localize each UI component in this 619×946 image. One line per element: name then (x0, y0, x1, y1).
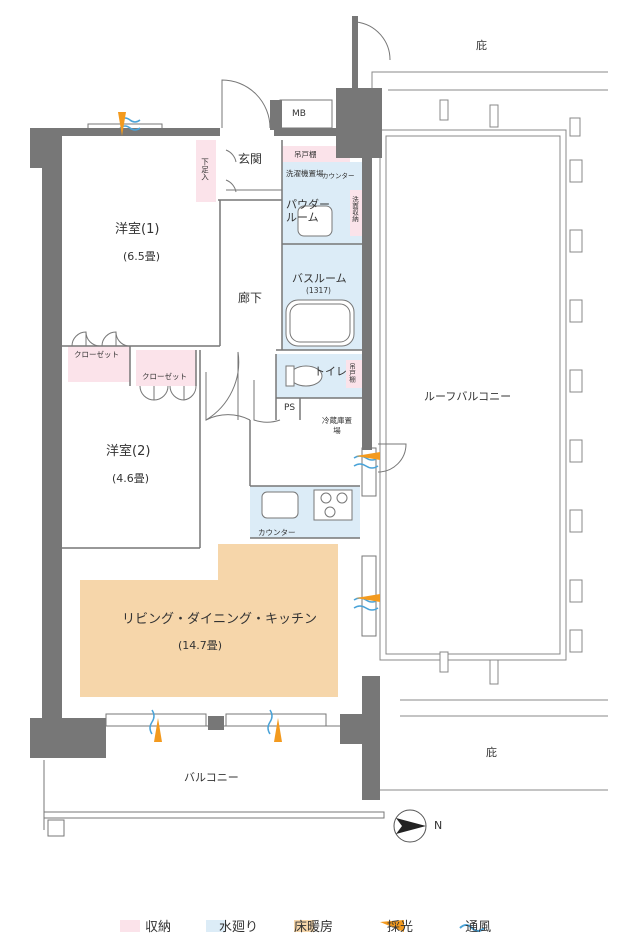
legend-item-storage: 収納 (145, 916, 171, 935)
interior-walls (60, 140, 362, 549)
shoe-box-label: 下足入 (200, 158, 210, 181)
legend-swatches (120, 920, 485, 932)
bathroom-size: (1317) (306, 286, 331, 295)
floor-heating-area (80, 544, 338, 697)
roof-balcony-fixtures (439, 99, 583, 685)
balcony-label: バルコニー (184, 771, 239, 784)
legend-item-water: 水廻り (219, 916, 258, 935)
roof-balcony-label: ルーフバルコニー (424, 390, 512, 403)
north-label: N (434, 819, 443, 832)
eaves-label-top: 庇 (476, 39, 487, 52)
ldk-size: (14.7畳) (178, 639, 223, 652)
daylight-symbols (118, 112, 380, 742)
compass-icon (393, 809, 427, 843)
closet-door-symbols (71, 331, 197, 401)
linen-storage-label: 洗面収納 (350, 196, 359, 222)
powder-room-label: パウダールーム (286, 198, 330, 224)
door-swings (205, 21, 407, 473)
mb-label: MB (292, 109, 306, 119)
legend-item-daylight: 採光 (387, 916, 413, 935)
ldk-name: リビング・ダイニング・キッチン (122, 612, 318, 627)
upper-cabinet-label-2: 吊戸棚 (347, 363, 356, 383)
legend: 収納 水廻り 床暖房 採光 通風 (105, 916, 513, 935)
kitchen-counter-label: カウンター (258, 528, 296, 537)
vanity-counter-label: カウンター (322, 172, 355, 180)
closet2-label: クローゼット (142, 372, 187, 381)
toilet-label: トイレ (314, 365, 347, 378)
roof-balcony-outline (362, 71, 608, 791)
window-frames (43, 99, 385, 837)
closet1-label: クローゼット (74, 350, 119, 359)
entrance-label: 玄関 (238, 152, 263, 166)
legend-ventilation-text: 通風 (465, 919, 492, 935)
fridge-space-label: 冷蔵庫置場 (322, 416, 352, 435)
western1-size: (6.5畳) (123, 250, 161, 263)
bathroom-name: バスルーム (292, 272, 347, 285)
western2-name: 洋室(2) (106, 444, 151, 459)
legend-item-ventilation: 通風 (465, 916, 491, 935)
legend-floor-heating-text: 床暖房 (294, 919, 334, 935)
hallway-label: 廊下 (238, 291, 263, 305)
eaves-label-bottom: 庇 (486, 746, 497, 759)
washer-space-label: 洗濯機置場 (286, 169, 324, 178)
upper-cabinet-label-1: 吊戸棚 (294, 150, 317, 159)
legend-daylight-text: 採光 (387, 919, 414, 935)
western2-size: (4.6畳) (112, 472, 150, 485)
outer-walls (30, 16, 382, 800)
western1-name: 洋室(1) (115, 222, 160, 237)
legend-item-floor-heating: 床暖房 (294, 916, 333, 935)
fixtures (261, 205, 355, 521)
storage-areas (68, 140, 362, 388)
legend-storage-text: 収納 (145, 919, 172, 935)
legend-water-text: 水廻り (219, 919, 259, 935)
ps-label: PS (284, 403, 296, 413)
